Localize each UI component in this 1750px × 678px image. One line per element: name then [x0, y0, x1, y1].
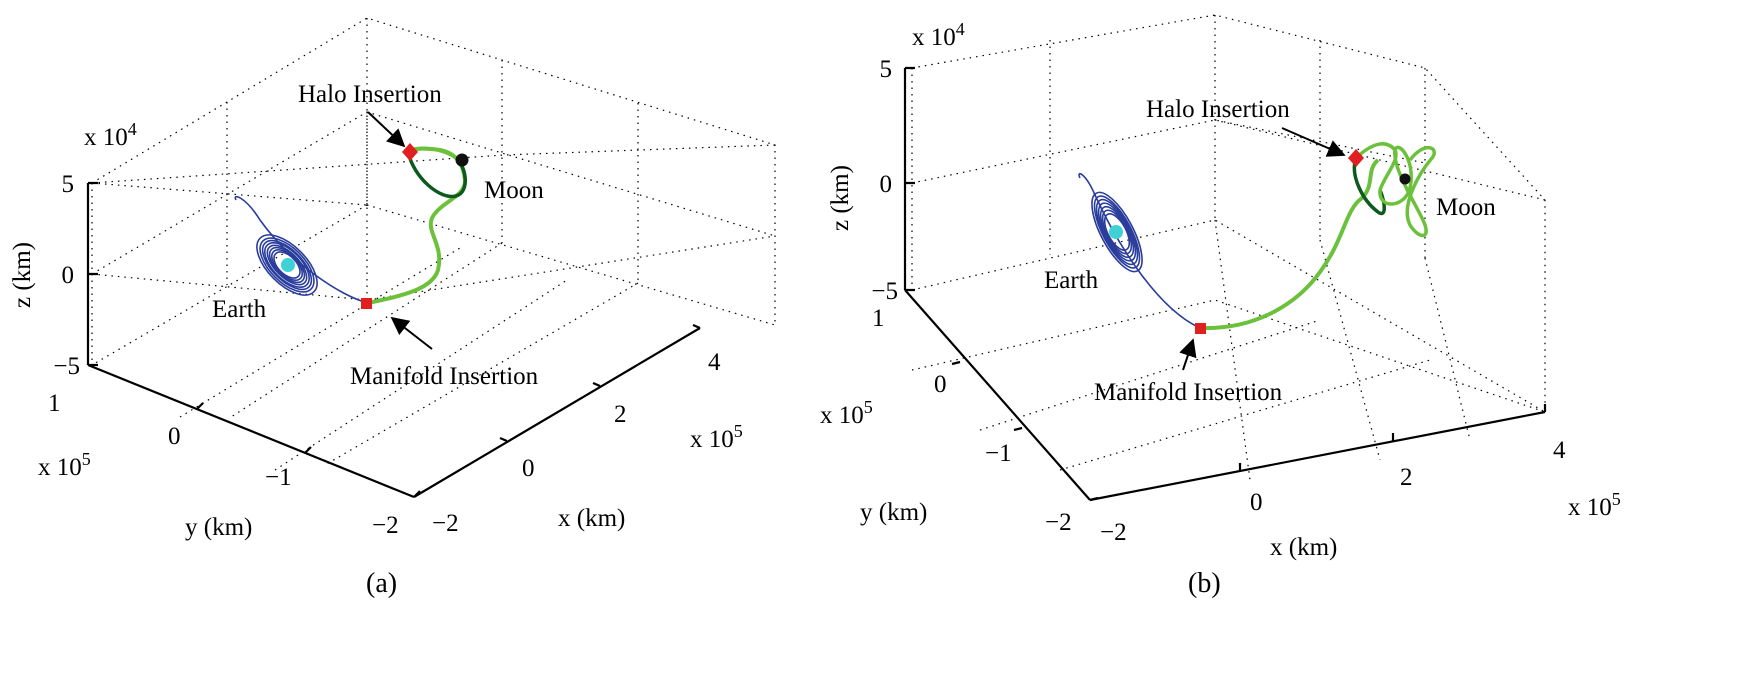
panel-a-halo-insertion-marker: [402, 143, 418, 161]
panel-a-moon-label: Moon: [484, 177, 544, 204]
panel-a-moon-marker: [455, 153, 469, 167]
panel-b-manifold-insertion-marker: [1195, 323, 1206, 334]
panel-a-y-tick-1: 1: [48, 390, 61, 417]
panel-a-earth-label: Earth: [212, 296, 267, 323]
panel-a-manifold-arrow: [390, 316, 433, 350]
panel-b-halo-label: Halo Insertion: [1146, 96, 1290, 123]
panel-b-moon-label: Moon: [1436, 194, 1496, 221]
panel-b-halo-arrow: [1281, 127, 1346, 157]
panel-b-x-tick-4: 4: [1553, 437, 1566, 464]
panel-b-x-tick-neg2: −2: [1100, 519, 1127, 546]
panel-b-z-tick-5: 5: [880, 56, 893, 83]
panel-b-z-tick-neg5: −5: [871, 278, 898, 305]
panel-b-x-axis: [1089, 410, 1546, 502]
panel-a-x-tick-0: 0: [522, 455, 535, 482]
panel-a-y-scale: x 105: [38, 449, 91, 481]
panel-a-axes: [86, 181, 701, 499]
panel-b-y-axis: [904, 289, 1091, 501]
panel-b-earth-spiral: [1078, 172, 1201, 329]
panel-b-manifold-label: Manifold Insertion: [1094, 379, 1283, 406]
panel-a-x-tick-4: 4: [708, 349, 721, 376]
panel-a-x-axis: [413, 327, 701, 498]
panel-a-manifold-label: Manifold Insertion: [350, 363, 539, 390]
panel-b-grid: [911, 14, 1546, 481]
panel-b-manifold-arrow: [1179, 338, 1197, 371]
panel-a-y-label: y (km): [185, 514, 252, 541]
panel-a-earth-spiral: [234, 195, 369, 304]
panel-b-x-label: x (km): [1270, 534, 1337, 561]
panel-a-manifold-insertion-marker: [361, 298, 372, 309]
panel-b-y-tick-neg1: −1: [985, 440, 1012, 467]
panel-a-x-tick-2: 2: [614, 401, 627, 428]
panel-a-x-label: x (km): [558, 505, 625, 532]
panel-b: 5 0 −5 x 104 z (km) 1 0 −1 −2 x 105 y (k…: [820, 14, 1621, 599]
panel-b-y-tick-neg2: −2: [1045, 509, 1072, 536]
panel-b-z-label: z (km): [827, 165, 854, 231]
panel-a-y-tick-0: 0: [168, 423, 181, 450]
panel-a-z-label: z (km): [9, 242, 36, 308]
panel-b-y-label: y (km): [860, 499, 927, 526]
panel-b-z-scale: x 104: [912, 19, 965, 51]
panel-b-y-tick-0: 0: [934, 371, 947, 398]
panel-a-z-tick-0: 0: [62, 262, 75, 289]
panel-b-x-tick-0: 0: [1250, 489, 1263, 516]
panel-a-halo-arrow: [367, 111, 406, 148]
panel-b-manifold-trajectory: [1199, 158, 1380, 331]
panel-a-halo-orbit: [406, 151, 467, 199]
panel-a-z-tick-5: 5: [62, 171, 75, 198]
panel-a-y-axis: [87, 363, 415, 499]
panel-b-earth-label: Earth: [1044, 267, 1099, 294]
panel-a-y-tick-neg2: −2: [372, 512, 399, 539]
panel-a-caption: (a): [366, 568, 397, 599]
panel-a-z-tick-neg5: −5: [53, 353, 80, 380]
panel-b-axes: [903, 66, 1547, 502]
panel-a-earth-marker: [281, 258, 295, 272]
panel-b-earth-marker: [1109, 225, 1123, 239]
panel-b-halo-insertion-marker: [1348, 149, 1364, 167]
panel-a-y-tick-neg1: −1: [265, 464, 292, 491]
panel-a-z-scale: x 104: [84, 119, 137, 151]
panel-b-caption: (b): [1188, 568, 1221, 599]
panel-b-y-scale: x 105: [820, 397, 873, 429]
panel-b-x-tick-2: 2: [1400, 464, 1413, 491]
panel-b-y-tick-1: 1: [872, 305, 885, 332]
panel-b-z-tick-0: 0: [880, 171, 893, 198]
panel-b-moon-marker: [1399, 173, 1411, 185]
panel-b-x-scale: x 105: [1568, 489, 1621, 521]
panel-a: 5 0 −5 x 104 z (km) 1 0 −1 −2 x 105 y (k…: [9, 17, 776, 599]
panel-a-x-tick-neg2: −2: [432, 510, 459, 537]
panel-a-x-scale: x 105: [690, 421, 743, 453]
panel-a-halo-label: Halo Insertion: [298, 81, 442, 108]
